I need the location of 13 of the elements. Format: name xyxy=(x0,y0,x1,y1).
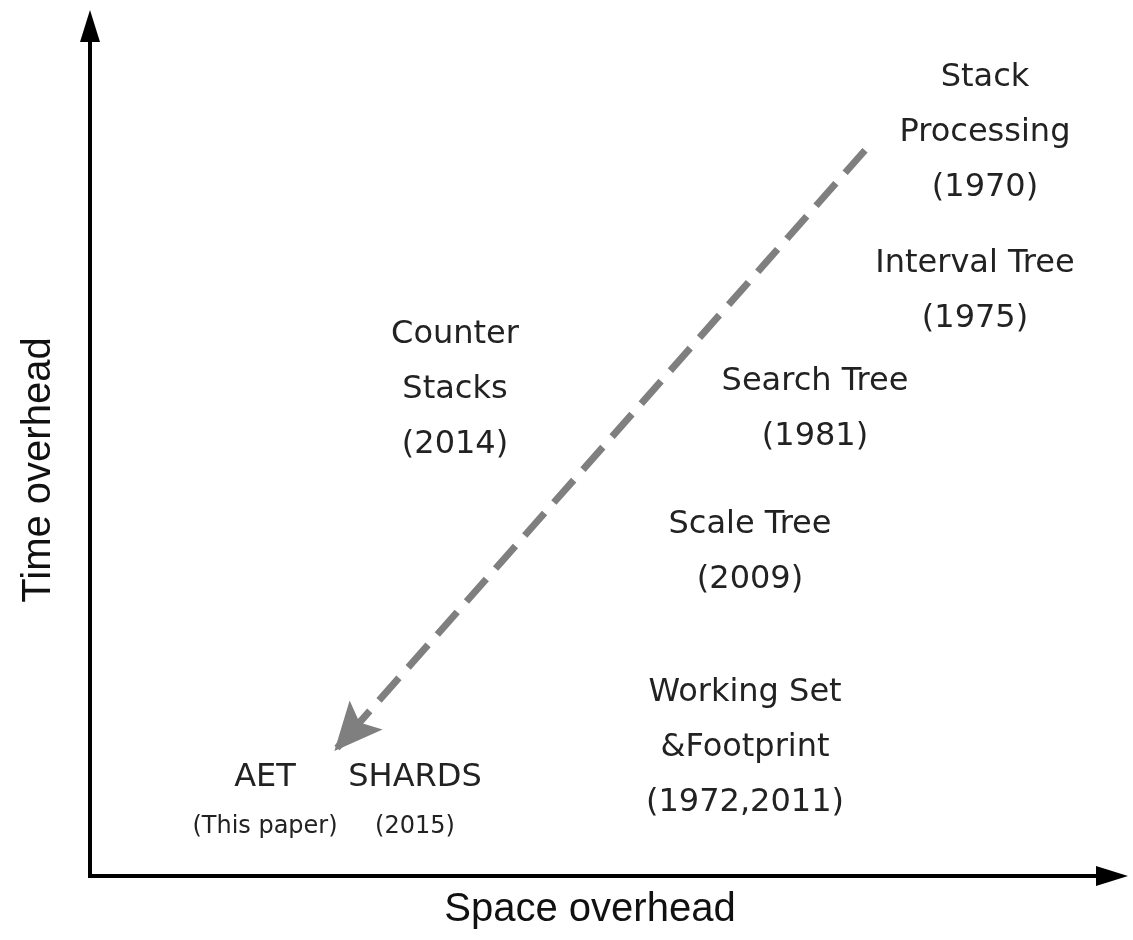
axis-title: Time overhead xyxy=(13,337,59,603)
method-label: Scale Tree (2009) xyxy=(635,495,865,605)
axis-title: Space overhead xyxy=(444,884,736,930)
method-note: (This paper) xyxy=(192,810,338,841)
method-label: SHARDS xyxy=(348,755,482,796)
method-label: Stack Processing (1970) xyxy=(865,48,1105,213)
method-label: Counter Stacks (2014) xyxy=(365,305,545,470)
method-note: (2015) xyxy=(375,810,455,841)
method-label: AET xyxy=(234,755,296,796)
method-label: Interval Tree (1975) xyxy=(830,234,1120,344)
method-label: Working Set &Footprint (1972,2011) xyxy=(620,663,870,828)
method-label: Search Tree (1981) xyxy=(700,352,930,462)
dashed-arrow xyxy=(334,148,868,751)
